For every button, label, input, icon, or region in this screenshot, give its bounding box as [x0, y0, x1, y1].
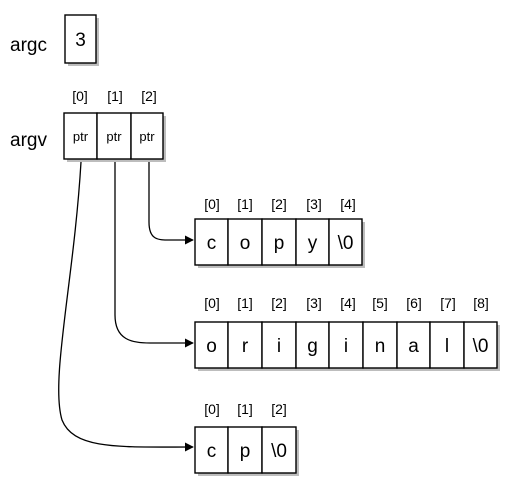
- original-cell-6: [396, 321, 431, 369]
- copy-index-4: [4]: [340, 196, 356, 212]
- argc-box: [64, 14, 97, 64]
- copy-index-2: [2]: [271, 196, 287, 212]
- cp-index-0: [0]: [204, 401, 220, 417]
- original-index-3: [3]: [306, 295, 322, 311]
- argv-index-1: [1]: [107, 88, 123, 104]
- cp-char-0: c: [207, 441, 217, 462]
- copy-cell-0: [194, 218, 229, 266]
- original-char-6: a: [408, 336, 419, 357]
- original-cell-5: [362, 321, 398, 369]
- copy-char-0: c: [207, 233, 217, 254]
- original-char-4: i: [344, 336, 348, 357]
- pointer-arrow-argv-2-to-copy: [148, 162, 194, 245]
- argc-group: argc 3: [10, 14, 99, 66]
- copy-char-2: p: [274, 233, 285, 254]
- original-cell-0: [194, 321, 229, 369]
- argv-cell-1-text: ptr: [106, 129, 122, 144]
- pointer-arrow-argv-1-to-original: [114, 162, 194, 348]
- argv-cell-2: [130, 112, 164, 160]
- original-index-1: [1]: [237, 295, 253, 311]
- original-index-4: [4]: [340, 295, 356, 311]
- pointer-arrow-argv-0-to-cp: [58, 161, 194, 452]
- copy-char-4: \0: [338, 233, 354, 254]
- original-index-6: [6]: [406, 295, 422, 311]
- string-copy: [0] [1] [2] [3] [4] c o p y \0: [194, 196, 365, 268]
- cp-cell-1: [227, 426, 263, 474]
- original-char-8: \0: [473, 336, 489, 357]
- original-index-0: [0]: [204, 295, 220, 311]
- argc-label: argc: [10, 35, 47, 56]
- string-cp: [0] [1] [2] c p \0: [194, 401, 299, 476]
- cp-char-2: \0: [271, 441, 287, 462]
- copy-index-1: [1]: [237, 196, 253, 212]
- argv-index-2: [2]: [141, 88, 157, 104]
- argv-cell-2-text: ptr: [139, 129, 155, 144]
- copy-char-1: o: [240, 233, 251, 254]
- original-index-8: [8]: [473, 295, 489, 311]
- original-index-7: [7]: [440, 295, 456, 311]
- original-char-1: r: [242, 336, 249, 357]
- original-cell-1: [227, 321, 263, 369]
- copy-index-3: [3]: [306, 196, 322, 212]
- original-index-2: [2]: [271, 295, 287, 311]
- original-char-3: g: [307, 336, 318, 357]
- cp-cell-2: [261, 426, 297, 474]
- argv-label: argv: [10, 130, 47, 151]
- copy-char-3: y: [308, 233, 318, 254]
- cp-index-2: [2]: [271, 401, 287, 417]
- original-cell-3: [295, 321, 330, 369]
- cp-index-1: [1]: [237, 401, 253, 417]
- original-char-5: n: [375, 336, 386, 357]
- original-char-7: l: [445, 336, 449, 357]
- copy-cell-4: [328, 218, 363, 266]
- original-cell-7: [429, 321, 465, 369]
- original-char-0: o: [206, 336, 217, 357]
- copy-cell-2: [261, 218, 297, 266]
- copy-cell-1: [227, 218, 263, 266]
- original-cell-8: [463, 321, 498, 369]
- pointer-arrows: [58, 161, 194, 452]
- original-char-2: i: [277, 336, 281, 357]
- argv-cell-0-text: ptr: [73, 129, 89, 144]
- original-index-5: [5]: [372, 295, 388, 311]
- string-original: [0] [1] [2] [3] [4] [5] [6] [7] [8] o r …: [194, 295, 500, 371]
- copy-index-0: [0]: [204, 196, 220, 212]
- argv-index-0: [0]: [72, 88, 88, 104]
- argv-group: argv [0] [1] [2] ptr ptr ptr: [10, 88, 166, 162]
- cp-cell-0: [194, 426, 229, 474]
- argc-value: 3: [75, 30, 86, 51]
- cp-char-1: p: [240, 441, 251, 462]
- original-cell-4: [328, 321, 364, 369]
